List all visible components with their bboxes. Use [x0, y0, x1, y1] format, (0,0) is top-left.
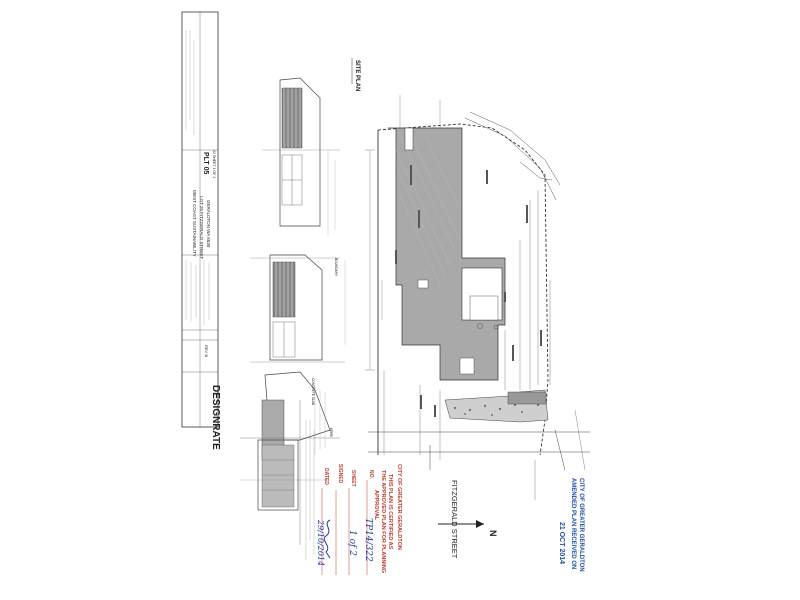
cert-line4: APPROVAL: [373, 490, 379, 521]
amended-stamp-date: 21 OCT 2014: [558, 522, 565, 564]
kerb-label: KERB: [329, 428, 333, 437]
no-label: NO.: [368, 470, 374, 480]
project-address-line1: LOT 25 FITZGERALD STREET: [199, 196, 204, 259]
amended-stamp-line2: AMENDED PLAN RECEIVED ON: [570, 478, 576, 569]
amended-stamp-line1: CITY OF GREATER GERALDTON: [578, 478, 584, 572]
revision: REV B: [204, 345, 209, 357]
north-label: N: [488, 530, 498, 537]
signature-mark: [323, 519, 331, 559]
project-for: WEST COAST SUSTAINABILITY: [192, 190, 197, 257]
concrete-label: CONCRETE SLAB: [311, 378, 315, 405]
no-value: TP14/322: [363, 518, 373, 562]
dated-value: 29/10/2014: [316, 519, 325, 566]
dated-label: DATED: [323, 468, 329, 485]
cert-line1: CITY OF GREATER GERALDTON: [396, 464, 402, 550]
boundary-label: BOUNDARY: [334, 258, 338, 277]
planning-approval-stamp: CITY OF GREATER GERALDTON THIS PLAN IS C…: [316, 464, 402, 575]
site-plan: SITE PLAN: [351, 58, 590, 559]
project-address-line2: GERALDTON WA 6530: [206, 200, 211, 248]
elevation-drawing: DESIGNRATE WEST COAST SUSTAINABILITY LOT…: [181, 11, 346, 545]
site-plan-label: SITE PLAN: [354, 60, 360, 91]
signed-label: SIGNED: [337, 464, 343, 484]
sheet-value: 1 of 2: [347, 530, 357, 556]
company-name: DESIGNRATE: [210, 385, 221, 450]
north-arrow-icon: N: [438, 520, 498, 537]
cert-line3: THE APPROVED PLAN FOR PLANNING: [380, 470, 386, 573]
amended-plan-stamp: CITY OF GREATER GERALDTON AMENDED PLAN R…: [558, 478, 584, 572]
street-name: FITZGERALD STREET: [450, 480, 459, 559]
sheet-code: 42 SHEET 1 OF 1: [212, 150, 216, 178]
cert-line2: THIS PLAN IS CERTIFIED AS: [387, 474, 393, 550]
sheet-label: SHEET: [350, 470, 356, 487]
drawing-number: PLT 05: [202, 152, 209, 175]
